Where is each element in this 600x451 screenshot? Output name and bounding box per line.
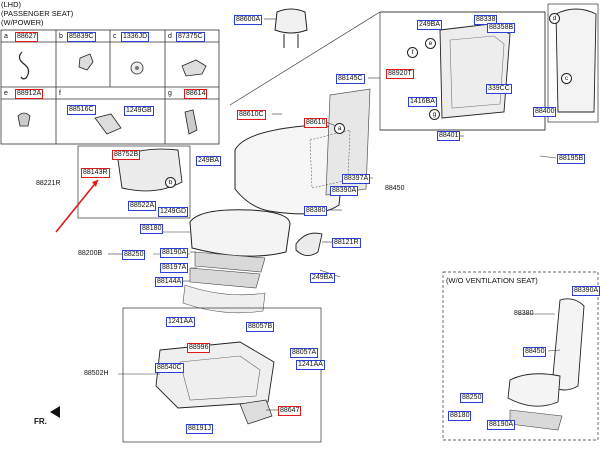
- part-88358B[interactable]: 88358B: [487, 23, 516, 33]
- wire-clip-icon: [18, 51, 30, 80]
- inset-frame: [442, 271, 599, 441]
- bracket-icon: [181, 59, 207, 77]
- part-88143R[interactable]: 88143R: [81, 168, 110, 178]
- part-88401[interactable]: 88401: [437, 131, 461, 141]
- part-1416BA[interactable]: 1416BA: [408, 97, 437, 107]
- part-88191J[interactable]: 88191J: [186, 424, 213, 434]
- legend-part-e[interactable]: 88912A: [15, 89, 44, 99]
- part-88250[interactable]: 88250: [122, 250, 146, 260]
- seat-cushion: [189, 209, 291, 257]
- cover-icon: [184, 109, 198, 135]
- part-88522A[interactable]: 88522A: [128, 201, 157, 211]
- cushion-heater: [189, 267, 261, 289]
- heating-pad: [325, 88, 371, 196]
- fr-arrow-icon: [50, 406, 60, 418]
- callout-b: b: [165, 177, 176, 188]
- legend-part-g[interactable]: 88614: [184, 89, 208, 99]
- callout-g: g: [429, 109, 440, 120]
- headrest-shape: [274, 8, 308, 34]
- legend-part-a[interactable]: 88627: [15, 32, 39, 42]
- part-1241AA-a[interactable]: 1241AA: [166, 317, 195, 327]
- part-88190A[interactable]: 88190A: [160, 248, 189, 258]
- part-339CC[interactable]: 339CC: [486, 84, 512, 94]
- part-88752B[interactable]: 88752B: [112, 150, 141, 160]
- part-88200B[interactable]: 88200B: [78, 250, 103, 257]
- legend-grid: [0, 29, 220, 145]
- legend-letter-a: a: [4, 33, 8, 40]
- cushion-pad: [194, 251, 266, 273]
- part-88145C[interactable]: 88145C: [336, 74, 365, 84]
- inset-part-88450[interactable]: 88450: [523, 347, 547, 357]
- legend-part-f1[interactable]: 88516C: [67, 105, 96, 115]
- clip-icon: [78, 53, 94, 71]
- part-88380[interactable]: 88380: [304, 206, 328, 216]
- part-88195B[interactable]: 88195B: [557, 154, 586, 164]
- part-88197A[interactable]: 88197A: [160, 263, 189, 273]
- legend-letter-e: e: [4, 90, 8, 97]
- legend-part-b[interactable]: 85839C: [67, 32, 96, 42]
- pointer-arrow: [55, 179, 99, 233]
- part-249BA-mid[interactable]: 249BA: [196, 156, 222, 166]
- inset-part-88390A[interactable]: 88390A: [572, 286, 600, 296]
- part-88390A[interactable]: 88390A: [330, 186, 359, 196]
- part-88996[interactable]: 88996: [187, 343, 211, 353]
- legend-letter-d: d: [168, 33, 172, 40]
- part-1241AA-b[interactable]: 1241AA: [296, 360, 325, 370]
- part-88180[interactable]: 88180: [140, 224, 164, 234]
- part-88144A[interactable]: 88144A: [155, 277, 184, 287]
- seatback-frame: [439, 23, 511, 119]
- seat-track: [155, 341, 275, 409]
- part-88121R[interactable]: 88121R: [332, 238, 361, 248]
- legend-part-c[interactable]: 1336JD: [121, 32, 150, 42]
- part-88540C[interactable]: 88540C: [155, 363, 184, 373]
- inset-pad: [509, 409, 563, 431]
- header-line-2: (PASSENGER SEAT): [1, 9, 74, 18]
- callout-a: a: [334, 123, 345, 134]
- harness-icon: [94, 113, 122, 135]
- part-88920T[interactable]: 88920T: [386, 69, 414, 79]
- inset-part-88250[interactable]: 88250: [460, 393, 484, 403]
- cushion-cover: [182, 284, 266, 314]
- knob-icon: [17, 112, 31, 127]
- part-88221R[interactable]: 88221R: [36, 180, 61, 187]
- legend-letter-g: g: [168, 90, 172, 97]
- legend-letter-f: f: [59, 90, 61, 97]
- part-88057B[interactable]: 88057B: [246, 322, 275, 332]
- legend-part-f2[interactable]: 1249GB: [124, 106, 154, 116]
- part-88610C[interactable]: 88610C: [237, 110, 266, 120]
- part-249BA-top[interactable]: 249BA: [417, 20, 443, 30]
- back-cover: [555, 8, 597, 113]
- header-line-3: (W/POWER): [1, 18, 44, 27]
- front-direction-label: FR.: [34, 417, 47, 426]
- inset-part-88380[interactable]: 88380: [514, 310, 534, 317]
- legend-part-d[interactable]: 87375C: [176, 32, 205, 42]
- callout-d: d: [549, 13, 560, 24]
- header-line-1: (LHD): [1, 0, 21, 9]
- part-88600A[interactable]: 88600A: [234, 15, 263, 25]
- part-88397A[interactable]: 88397A: [342, 174, 371, 184]
- part-249BA-low[interactable]: 249BA: [310, 273, 336, 283]
- part-88502H[interactable]: 88502H: [84, 370, 109, 377]
- inset-cushion: [507, 373, 561, 407]
- part-88647[interactable]: 88647: [278, 406, 302, 416]
- callout-e: e: [425, 38, 436, 49]
- callout-f: f: [407, 47, 418, 58]
- part-88338[interactable]: 88338: [474, 15, 498, 25]
- part-88610[interactable]: 88610: [304, 118, 328, 128]
- side-cover: [295, 232, 323, 256]
- part-1249GD[interactable]: 1249GD: [158, 207, 189, 217]
- part-88450[interactable]: 88450: [385, 185, 405, 192]
- inset-part-88180[interactable]: 88180: [448, 411, 472, 421]
- legend-letter-c: c: [113, 33, 117, 40]
- inset-title: (W/O VENTILATION SEAT): [446, 276, 538, 285]
- inset-part-88190A[interactable]: 88190A: [487, 420, 516, 430]
- legend-letter-b: b: [59, 33, 63, 40]
- part-88057A[interactable]: 88057A: [290, 348, 319, 358]
- part-88400[interactable]: 88400: [533, 107, 557, 117]
- callout-c: c: [561, 73, 572, 84]
